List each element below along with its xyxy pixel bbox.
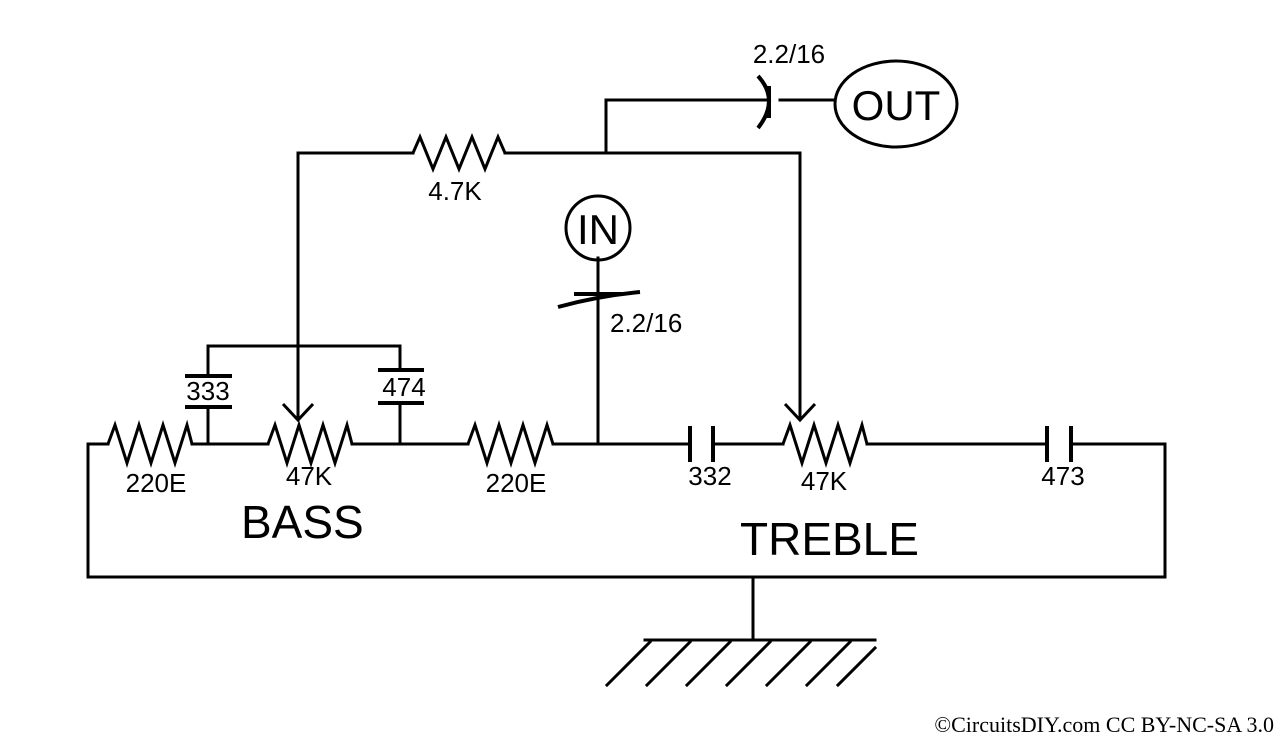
output-terminal: OUT (833, 59, 959, 149)
credit-text: ©CircuitsDIY.com CC BY-NC-SA 3.0 (934, 712, 1274, 737)
treble-section-label: TREBLE (740, 513, 919, 565)
bass-resistor-left-label: 220E (126, 468, 187, 498)
feedback-resistor (411, 133, 507, 173)
treble-cap-left-label: 332 (688, 461, 731, 491)
treble-pot-wiper-arrow (783, 402, 817, 423)
mid-resistor-label: 220E (486, 468, 547, 498)
feedback-resistor-label: 4.7K (428, 176, 482, 206)
treble-cap-left (688, 426, 715, 462)
bass-resistor-left (106, 419, 194, 468)
bass-pot-label: 47K (286, 461, 333, 491)
output-capacitor-label: 2.2/16 (753, 39, 825, 69)
bass-cap-right-label: 474 (382, 372, 425, 402)
bass-cap-left (185, 374, 232, 409)
mid-resistor (466, 420, 555, 468)
bass-section-label: BASS (241, 496, 364, 548)
treble-pot (781, 419, 869, 468)
ground-icon (604, 638, 878, 688)
treble-cap-right-label: 473 (1041, 461, 1084, 491)
treble-pot-label: 47K (801, 466, 848, 496)
bass-cap-left-label: 333 (186, 376, 229, 406)
bass-pot (266, 419, 354, 468)
wires (86, 98, 1167, 642)
input-capacitor (557, 290, 641, 309)
bass-pot-wiper-arrow (281, 402, 315, 423)
bass-cap-right (378, 368, 424, 405)
input-capacitor-label: 2.2/16 (610, 308, 682, 338)
treble-cap-right (1045, 426, 1073, 462)
output-capacitor (756, 74, 771, 130)
input-terminal: IN (564, 194, 632, 262)
input-terminal-label: IN (577, 206, 619, 253)
output-terminal-label: OUT (852, 82, 941, 129)
